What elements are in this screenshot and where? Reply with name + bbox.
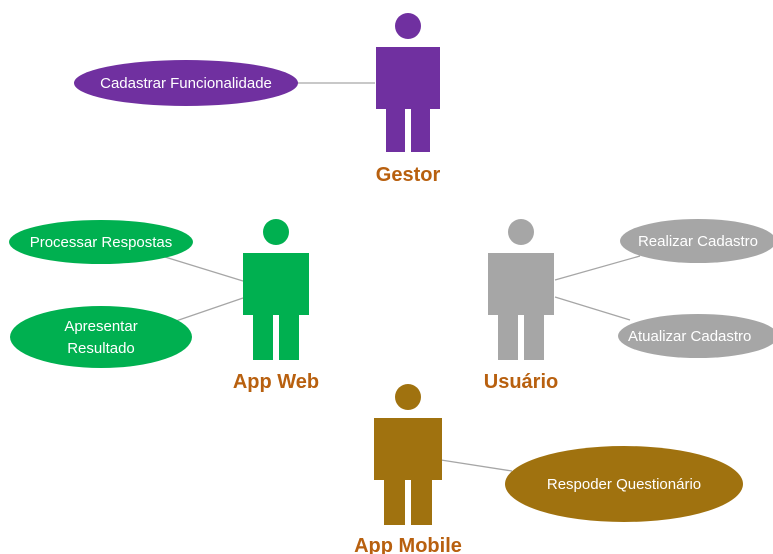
actor-name: App Web <box>233 371 319 393</box>
use-case-realizar-cadastro[interactable]: Realizar Cadastro <box>620 219 773 263</box>
actor-icon <box>243 219 309 360</box>
use-case-processar-respostas[interactable]: Processar Respostas <box>9 220 193 264</box>
use-case-atualizar-cadastro[interactable]: Atualizar Cadastro <box>618 314 773 358</box>
actor-icon <box>374 384 442 525</box>
link-app-mobile-respoder-questionario <box>440 459 513 472</box>
use-case-label: Cadastrar Funcionalidade <box>100 75 272 92</box>
actor-gestor[interactable]: Gestor <box>376 13 441 186</box>
use-case-apresentar-resultado[interactable]: Apresentar Resultado <box>10 306 192 368</box>
use-case-ellipse <box>9 220 193 264</box>
use-case-respoder-questionario[interactable]: Respoder Questionário <box>505 446 743 522</box>
actor-name: App Mobile <box>354 535 462 554</box>
use-case-ellipse <box>618 314 773 358</box>
actor-name: Gestor <box>376 164 441 186</box>
link-usuario-atualizar-cadastro <box>554 296 631 321</box>
actor-icon <box>376 13 440 152</box>
use-case-ellipse <box>74 60 298 106</box>
link-app-web-processar-respostas <box>164 256 244 282</box>
actor-app-web[interactable]: App Web <box>233 219 319 393</box>
use-case-ellipse <box>505 446 743 522</box>
link-app-web-apresentar-resultado <box>172 297 244 323</box>
use-case-label: Apresentar <box>64 318 137 335</box>
link-usuario-realizar-cadastro <box>554 255 641 281</box>
use-case-label: Resultado <box>67 340 135 357</box>
actor-usuario[interactable]: Usuário <box>484 219 558 393</box>
actor-name: Usuário <box>484 371 558 393</box>
actor-app-mobile[interactable]: App Mobile <box>354 384 462 554</box>
use-case-label: Processar Respostas <box>30 234 173 251</box>
use-case-label: Atualizar Cadastro <box>628 328 751 345</box>
use-case-ellipse <box>10 306 192 368</box>
use-case-label: Realizar Cadastro <box>638 233 758 250</box>
use-case-cadastrar-funcionalidade[interactable]: Cadastrar Funcionalidade <box>74 60 298 106</box>
use-case-ellipse <box>620 219 773 263</box>
actor-icon <box>488 219 554 360</box>
use-case-label: Respoder Questionário <box>547 476 701 493</box>
